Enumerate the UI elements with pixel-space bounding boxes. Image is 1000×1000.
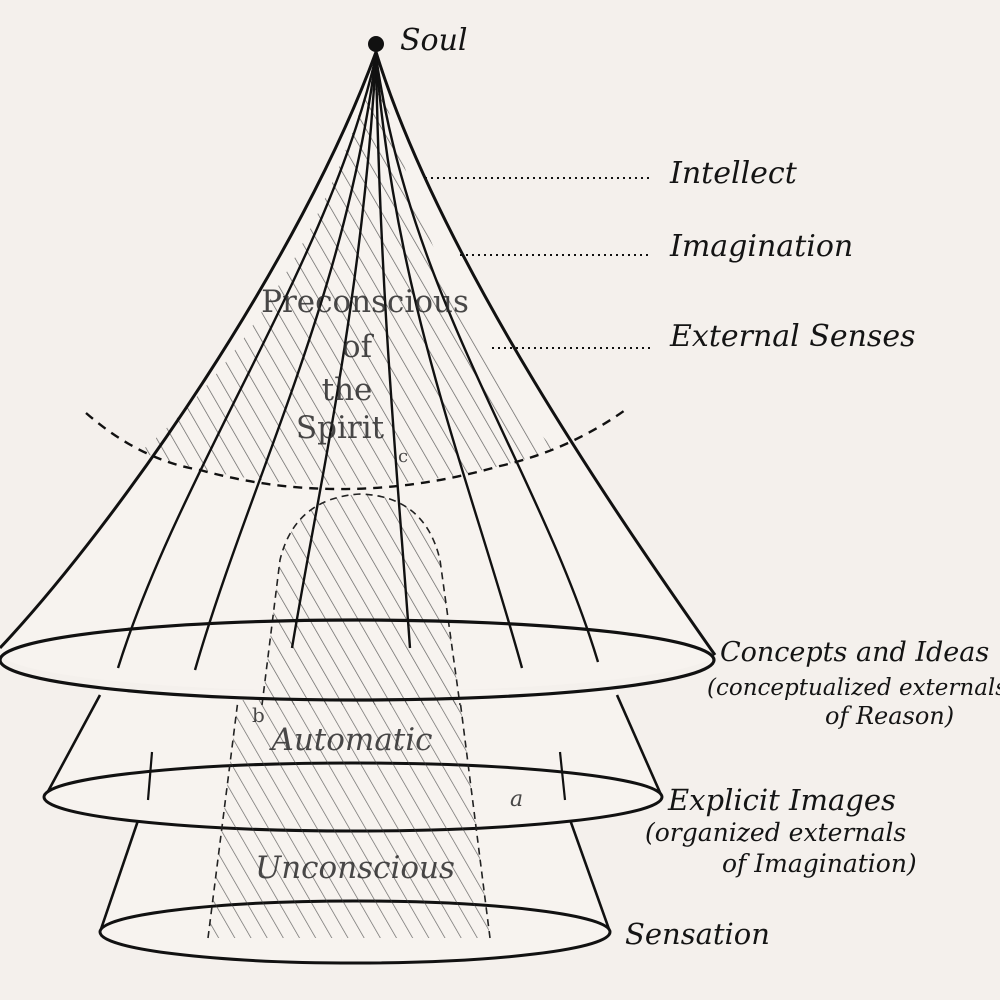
automatic-label: Automatic [268, 722, 432, 758]
inner-labels: Preconscious of the Spirit c b Automatic… [252, 284, 523, 886]
preconscious-line-3: the [322, 372, 373, 408]
concepts-sub-1: (conceptualized externals [707, 675, 1000, 701]
intellect-label: Intellect [669, 156, 798, 191]
unconscious-column [207, 699, 491, 939]
imagination-label: Imagination [669, 229, 853, 264]
external-senses-label: External Senses [669, 319, 915, 354]
sensation-label: Sensation [625, 917, 770, 951]
soul-label: Soul [400, 23, 468, 58]
outer-labels: Soul Intellect Imagination External Sens… [400, 23, 1000, 951]
mark-a: a [510, 787, 523, 812]
unconscious-label: Unconscious [255, 850, 455, 886]
leader-lines [425, 177, 652, 349]
mark-b: b [252, 703, 265, 727]
images-sub-1: (organized externals [645, 818, 906, 847]
mark-c: c [398, 446, 408, 467]
images-label: Explicit Images [667, 783, 896, 817]
preconscious-line-2: of [342, 329, 375, 365]
concepts-sub-2: of Reason) [825, 702, 954, 730]
preconscious-line-1: Preconscious [261, 284, 469, 320]
images-sub-2: of Imagination) [722, 849, 917, 878]
top-cone [0, 51, 717, 706]
preconscious-line-4: Spirit [296, 410, 385, 446]
soul-apex-dot [368, 36, 384, 52]
concepts-label: Concepts and Ideas [720, 637, 989, 668]
